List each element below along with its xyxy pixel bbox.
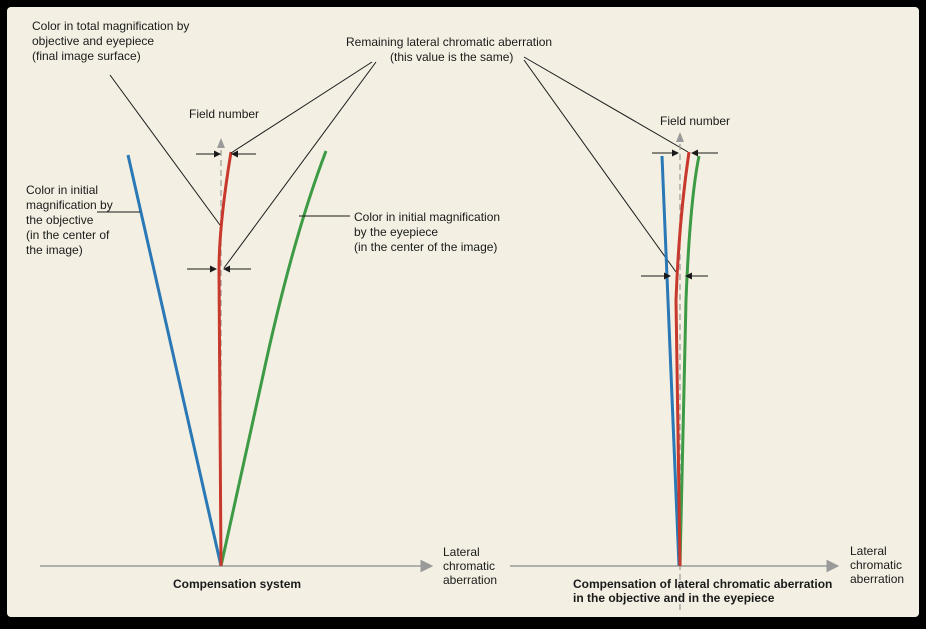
right-green-line [678,155,701,567]
leader-total [109,74,221,226]
right-panel: Field number Lateral chromatic aberratio… [510,114,905,610]
leader-remaining-to-left-top [230,61,373,154]
leader-remaining-to-right-mid [523,59,677,273]
left-axis-label: Lateral chromatic aberration [443,545,498,587]
remaining-aberration-callout: Remaining lateral chromatic aberration (… [223,35,689,273]
right-field-number-label: Field number [660,114,730,128]
left-field-number-label: Field number [189,107,259,121]
green-line-eyepiece [219,150,328,567]
left-vertical-arrowhead [217,138,225,148]
label-objective-color: Color in initial magnification by the ob… [26,183,116,257]
leader-remaining-to-right-top [523,56,689,153]
right-blue-line [660,155,681,567]
right-axis-label: Lateral chromatic aberration [850,544,905,586]
right-vertical-arrowhead [676,132,684,142]
right-red-line [674,151,691,567]
right-caption: Compensation of lateral chromatic aberra… [573,577,836,605]
left-panel: Color in total magnification by objectiv… [26,19,503,591]
leader-remaining-to-left-mid [223,61,377,269]
label-eyepiece-color: Color in initial magnification by the ey… [354,210,503,254]
left-caption: Compensation system [173,577,301,591]
red-line-total [217,151,233,567]
label-total-magnification: Color in total magnification by objectiv… [32,19,193,63]
blue-line-objective [126,154,223,567]
paper-background [7,7,919,617]
label-remaining-aberration: Remaining lateral chromatic aberration (… [346,35,555,64]
